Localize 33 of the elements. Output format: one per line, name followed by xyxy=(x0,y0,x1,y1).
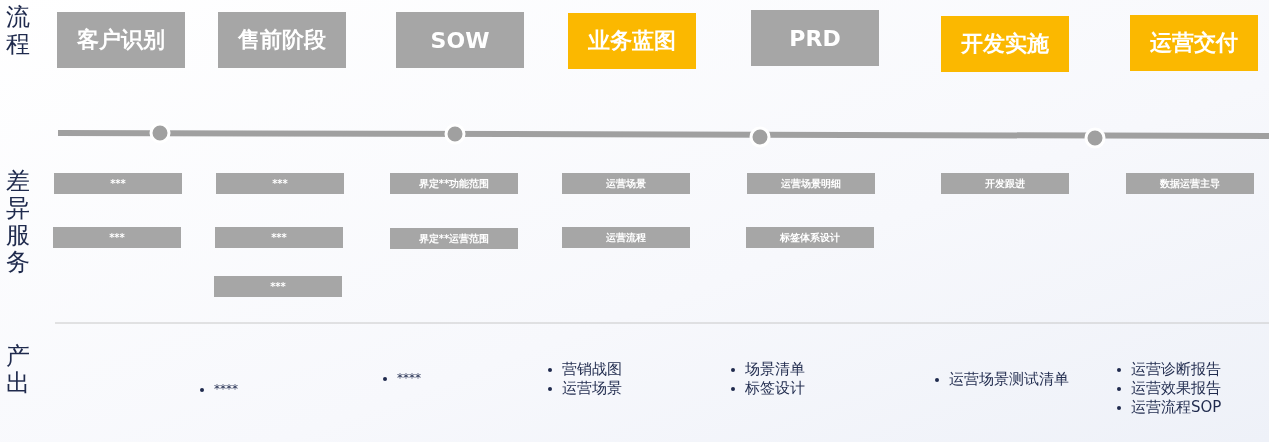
output-item: 运营场景测试清单 xyxy=(949,370,1069,388)
output-item: 运营流程SOP xyxy=(1131,398,1222,416)
output-item: 运营效果报告 xyxy=(1131,379,1221,397)
output-item: 营销战图 xyxy=(562,360,622,378)
process-step: 业务蓝图 xyxy=(568,13,696,69)
service-tag: 运营场景明细 xyxy=(747,173,875,194)
row-heading: 产出 xyxy=(5,343,31,397)
output-item: 运营诊断报告 xyxy=(1131,360,1221,378)
service-tag: *** xyxy=(53,227,181,248)
output-item: **** xyxy=(214,382,238,396)
row-heading: 差异服务 xyxy=(5,168,31,276)
process-step: 运营交付 xyxy=(1130,15,1258,71)
service-tag: 标签体系设计 xyxy=(746,227,874,248)
process-step: 开发实施 xyxy=(941,16,1069,72)
service-tag: 开发跟进 xyxy=(941,173,1069,194)
output-item: **** xyxy=(397,371,421,385)
service-tag: 数据运营主导 xyxy=(1126,173,1254,194)
service-tag: 界定**运营范围 xyxy=(390,228,518,249)
output-item: 运营场景 xyxy=(562,379,622,397)
output-item: 标签设计 xyxy=(745,379,805,397)
row-heading: 流程 xyxy=(5,4,31,58)
service-tag: *** xyxy=(215,227,343,248)
service-tag: 界定**功能范围 xyxy=(390,173,518,194)
service-tag: *** xyxy=(214,276,342,297)
service-tag: 运营流程 xyxy=(562,227,690,248)
process-step: PRD xyxy=(751,10,879,66)
service-tag: *** xyxy=(216,173,344,194)
output-item: 场景清单 xyxy=(745,360,805,378)
service-tag: 运营场景 xyxy=(562,173,690,194)
process-step: 售前阶段 xyxy=(218,12,346,68)
service-tag: *** xyxy=(54,173,182,194)
process-step: SOW xyxy=(396,12,524,68)
process-step: 客户识别 xyxy=(57,12,185,68)
